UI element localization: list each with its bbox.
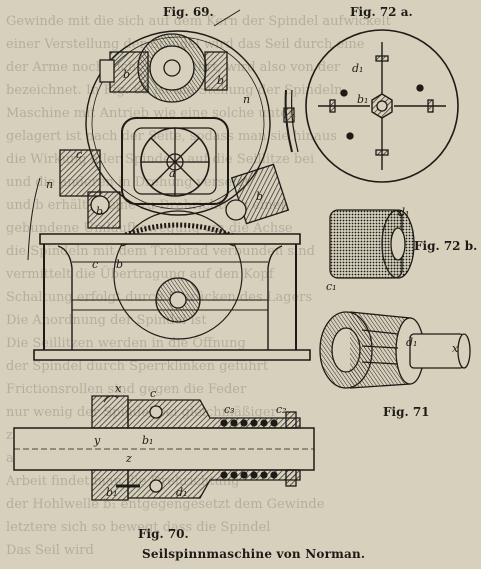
- fig72a-label-b1: b₁: [357, 93, 368, 106]
- fig71-label-x: x: [452, 342, 459, 355]
- fig70-label-c3: c₃: [224, 403, 235, 416]
- fig72a-label-d1: d₁: [352, 62, 363, 75]
- fig69-label-b-left: b: [96, 205, 103, 218]
- fig72a-label: Fig. 72 a.: [350, 5, 413, 19]
- fig70-label-z: z: [125, 452, 132, 465]
- fig70-label: Fig. 70.: [138, 527, 189, 541]
- bleed-line: die Spindeln mit dem Treibrad verbunden …: [6, 244, 315, 259]
- fig69-label-n-right: n: [243, 93, 250, 106]
- bleed-line: Die Anordnung der Spindel ist: [6, 313, 207, 328]
- fig70-label-b1-bottom: b₁: [106, 486, 117, 499]
- fig70-label-c2: c₂: [276, 403, 287, 416]
- figure-caption: Seilspinnmaschine von Norman.: [142, 547, 366, 561]
- bleed-line: vermittelt die Übertragung auf den Kopf: [6, 267, 274, 282]
- fig69-label-c-lower: c: [92, 258, 98, 271]
- fig70-label-x: x: [115, 382, 122, 395]
- bleed-line: gelagert ist nach der Seite, sodass man …: [6, 129, 337, 144]
- bleed-line: letztere sich so bewegt dass die Spindel: [6, 520, 271, 535]
- fig72a-side-piece: [283, 89, 299, 153]
- fig69-label-c: c: [76, 148, 82, 161]
- fig70-label-c: c: [150, 387, 156, 400]
- fig70-label-y: y: [93, 434, 101, 447]
- fig72a-disc: [305, 29, 459, 183]
- fig72b-cylinder: [329, 209, 415, 279]
- bleed-line: Frictionsrollen sind gegen die Feder: [6, 382, 247, 397]
- fig72b-label-d1: d₁: [398, 206, 409, 219]
- fig69-label-a: a: [169, 167, 176, 180]
- fig69-label-b-right-top: b: [217, 74, 224, 87]
- bleed-line: Das Seil wird: [6, 543, 94, 558]
- fig69-label-n-left: n: [46, 178, 53, 191]
- bleed-line: Gewinde mit die sich auf dem Kern der Sp…: [6, 14, 391, 29]
- fig69-label-b-top: b: [123, 68, 130, 81]
- fig72b-label-c1: c₁: [326, 280, 337, 293]
- fig70-label-d1: d₁: [176, 486, 187, 499]
- fig69-label-b-right: b: [256, 190, 263, 203]
- bleed-line: der Spindel durch Sperrklinken geführt: [6, 359, 269, 374]
- bleed-line: und b erhält in eine zu Drehrichtung ein…: [6, 198, 289, 213]
- fig69-label-b-lower: b: [116, 258, 123, 271]
- fig71-label-d1: d₁: [406, 336, 417, 349]
- fig70-shaft-section: [13, 395, 315, 501]
- fig69-machine: [27, 9, 311, 361]
- bleed-line: Die Seillitzen werden in die Öffnung: [6, 336, 246, 351]
- bleed-line: Maschine mit Antrieb wie eine solche unt…: [6, 106, 297, 121]
- bleed-line: der Hohlwelle b₁ entgegengesetzt dem Gew…: [6, 497, 325, 512]
- fig71-coupling: [319, 311, 471, 389]
- fig71-label: Fig. 71: [383, 405, 430, 419]
- fig69-label: Fig. 69.: [163, 5, 214, 19]
- fig70-label-b1-top: b₁: [142, 434, 153, 447]
- fig72b-label: Fig. 72 b.: [414, 239, 478, 253]
